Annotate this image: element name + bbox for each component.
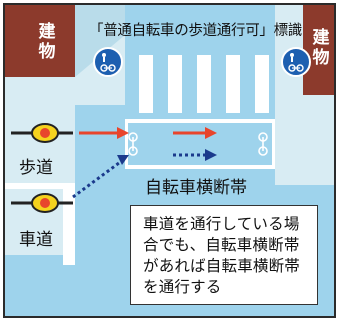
red-arrow-icon: [79, 127, 129, 139]
bicycle-pedestrian-sign-icon: [281, 47, 311, 77]
diagram-frame: 建 物 建 物 「普通自転車の歩道通行可」標識: [3, 3, 336, 318]
note-line-3: があれば自転車横断帯: [143, 257, 301, 275]
bicycle-crossing-label: 自転車横断帯: [145, 178, 247, 198]
explanation-note: 車道を通行している場 合でも、自転車横断帯 があれば自転車横断帯 を通行する: [130, 205, 318, 305]
flow-arrows: [11, 123, 217, 213]
building-left-label-2: 物: [38, 42, 56, 62]
note-line-1: 車道を通行している場: [143, 215, 300, 233]
building-right-label-2: 物: [312, 48, 330, 68]
traffic-signal-icon: [11, 123, 73, 143]
roadway-label: 車道: [19, 230, 53, 250]
red-arrow-icon: [173, 127, 217, 139]
blue-dotted-arrow-icon: [72, 155, 129, 199]
note-line-2: 合でも、自転車横断帯: [143, 236, 300, 254]
building-left-label-1: 建: [38, 22, 56, 42]
building-right-label-1: 建: [312, 28, 330, 48]
bicycle-pedestrian-sign-icon: [93, 47, 123, 77]
note-line-4: を通行する: [143, 278, 222, 296]
sign-caption: 「普通自転車の歩道通行可」標識: [89, 23, 302, 39]
traffic-signal-icon: [11, 193, 73, 213]
blue-dotted-arrow-icon: [173, 149, 217, 161]
sidewalk-label: 歩道: [19, 158, 53, 178]
